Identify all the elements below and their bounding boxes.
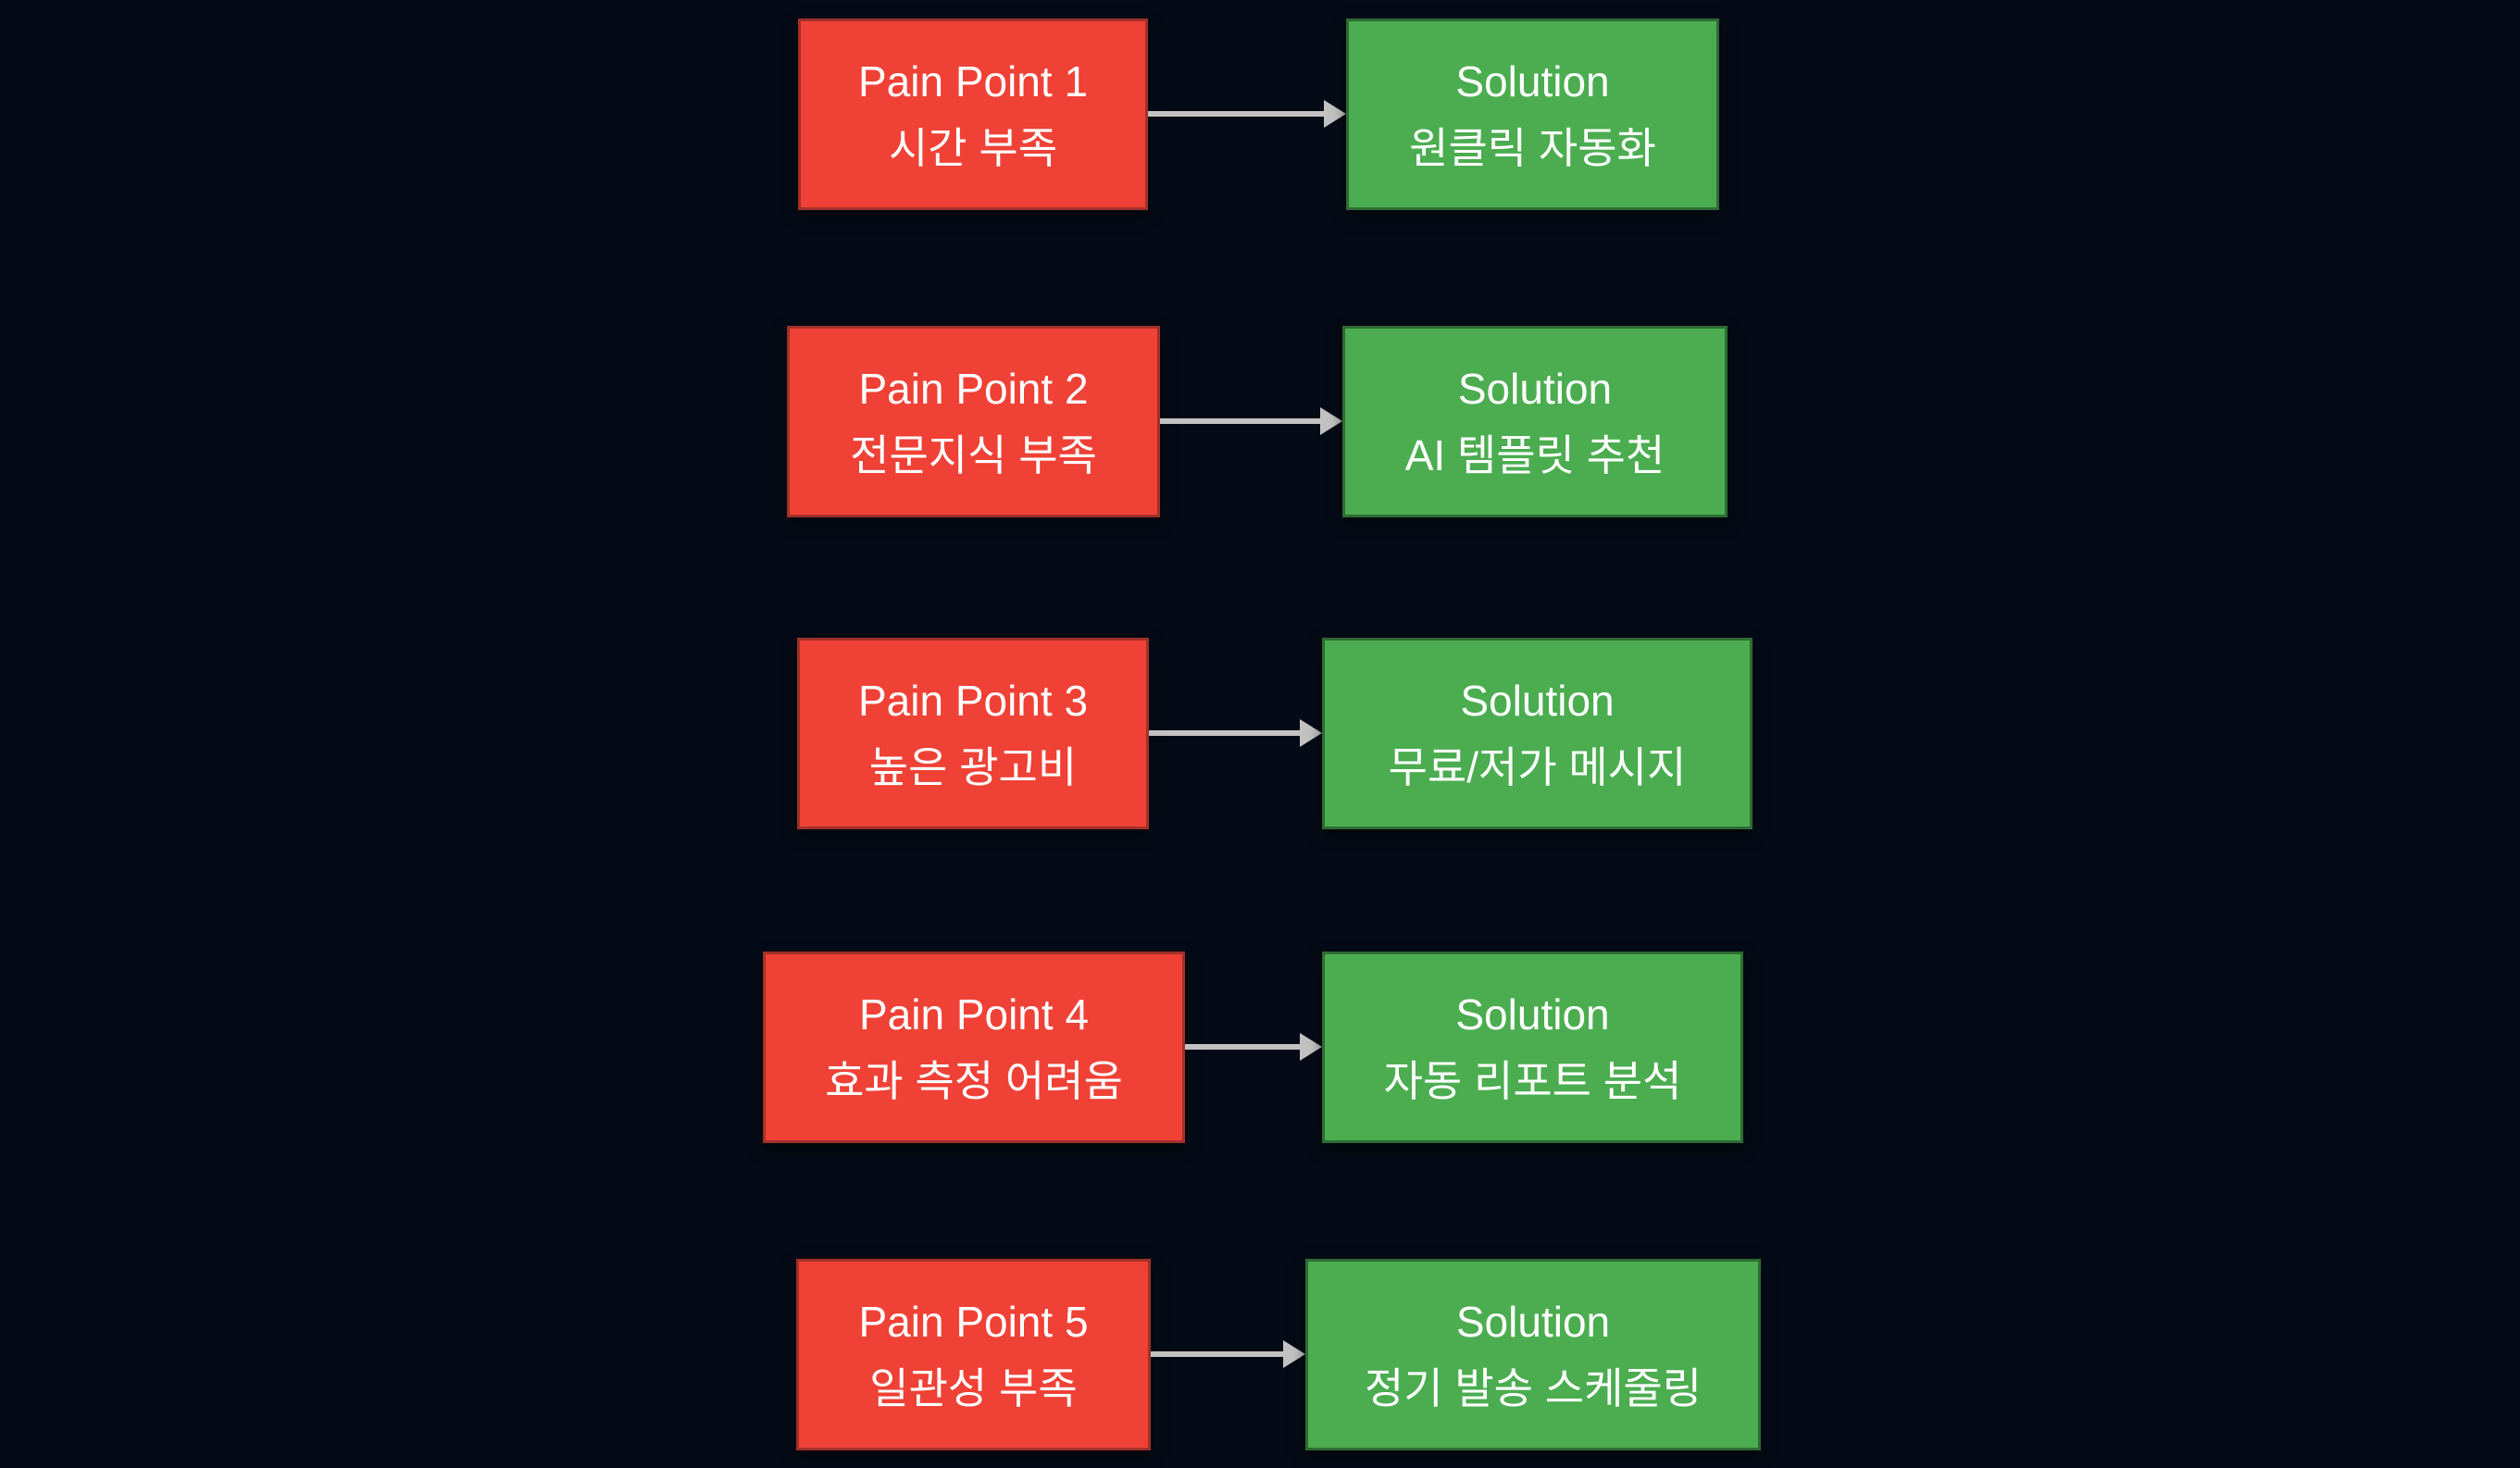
arrow-right-connector <box>1148 100 1346 128</box>
solution-box: Solution 자동 리포트 분석 <box>1322 952 1743 1143</box>
pain-point-title: Pain Point 5 <box>858 1297 1089 1346</box>
arrow-right-connector <box>1149 719 1322 747</box>
solution-desc: 정기 발송 스케줄링 <box>1364 1363 1703 1412</box>
pain-point-title: Pain Point 3 <box>857 676 1089 725</box>
solution-title: Solution <box>1457 364 1613 413</box>
pain-point-box: Pain Point 2 전문지식 부족 <box>787 326 1160 517</box>
arrow-right-connector <box>1160 407 1342 435</box>
pain-point-title: Pain Point 2 <box>858 364 1089 413</box>
solution-title: Solution <box>1455 1297 1611 1346</box>
solution-box: Solution 정기 발송 스케줄링 <box>1305 1259 1761 1450</box>
solution-desc: AI 템플릿 추천 <box>1404 430 1665 479</box>
solution-box: Solution AI 템플릿 추천 <box>1342 326 1728 517</box>
pain-point-desc: 효과 측정 어려움 <box>825 1056 1123 1105</box>
pain-point-desc: 높은 광고비 <box>868 742 1078 791</box>
solution-title: Solution <box>1455 989 1610 1039</box>
pain-point-desc: 시간 부족 <box>888 123 1058 172</box>
pain-point-box: Pain Point 5 일관성 부족 <box>796 1259 1151 1450</box>
arrow-right-connector <box>1185 1033 1322 1061</box>
pain-point-box: Pain Point 1 시간 부족 <box>798 19 1148 210</box>
solution-title: Solution <box>1455 56 1610 106</box>
solution-box: Solution 무료/저가 메시지 <box>1322 638 1753 829</box>
pain-point-box: Pain Point 3 높은 광고비 <box>797 638 1149 829</box>
pain-point-title: Pain Point 4 <box>858 989 1090 1039</box>
solution-desc: 원클릭 자동화 <box>1409 123 1656 172</box>
solution-box: Solution 원클릭 자동화 <box>1346 19 1719 210</box>
pain-point-desc: 일관성 부족 <box>869 1363 1078 1412</box>
solution-desc: 무료/저가 메시지 <box>1388 742 1687 791</box>
pain-point-title: Pain Point 1 <box>857 56 1089 106</box>
arrow-right-connector <box>1151 1340 1305 1368</box>
solution-desc: 자동 리포트 분석 <box>1383 1056 1682 1105</box>
solution-title: Solution <box>1460 676 1615 725</box>
pain-point-desc: 전문지식 부족 <box>850 430 1097 479</box>
pain-point-box: Pain Point 4 효과 측정 어려움 <box>763 952 1185 1143</box>
